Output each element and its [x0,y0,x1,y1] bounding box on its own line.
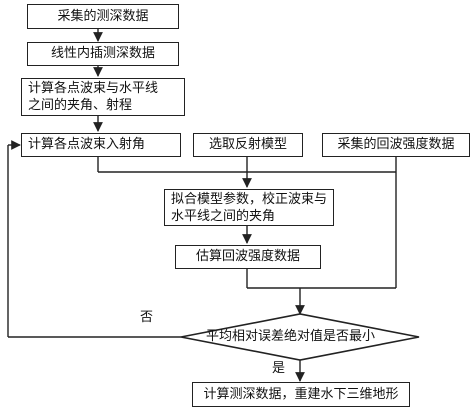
node-compute-incidence: 计算各点波束入射角 [21,133,181,157]
node-collected-depth-label: 采集的测深数据 [57,8,149,24]
edge-label-no: 否 [140,310,154,325]
node-linear-interp: 线性内插测深数据 [27,42,179,66]
node-compute-angle: 计算各点波束与水平线 之间的夹角、射程 [21,78,185,116]
node-select-model: 选取反射模型 [193,133,303,157]
node-compute-angle-line1: 计算各点波束与水平线 [28,81,159,96]
node-compute-incidence-label: 计算各点波束入射角 [28,137,146,152]
node-compute-angle-text: 计算各点波束与水平线 之间的夹角、射程 [28,80,158,114]
node-collected-backscatter-label: 采集的回波强度数据 [337,137,455,152]
node-collected-depth: 采集的测深数据 [27,4,179,29]
node-fit-model-line2: 水平线之间的夹角 [171,208,276,224]
node-compute-angle-line2: 之间的夹角、射程 [28,98,133,113]
node-final: 计算测深数据，重建水下三维地形 [192,382,410,407]
decision-label: 平均相对误差绝对值是否最小 [206,329,376,344]
node-fit-model-text: 拟合模型参数，校正波束与 水平线之间的夹角 [171,191,327,225]
node-linear-interp-label: 线性内插测深数据 [50,46,155,61]
node-collected-backscatter: 采集的回波强度数据 [322,133,470,157]
node-fit-model: 拟合模型参数，校正波束与 水平线之间的夹角 [164,189,334,226]
node-select-model-label: 选取反射模型 [208,137,287,152]
node-estimate-backscatter-label: 估算回波强度数据 [195,249,300,264]
edge-label-yes: 是 [272,361,286,376]
node-estimate-backscatter: 估算回波强度数据 [175,245,321,269]
node-final-label: 计算测深数据，重建水下三维地形 [203,386,399,402]
node-fit-model-line1: 拟合模型参数，校正波束与 [171,191,328,207]
decision-diamond [180,313,420,361]
